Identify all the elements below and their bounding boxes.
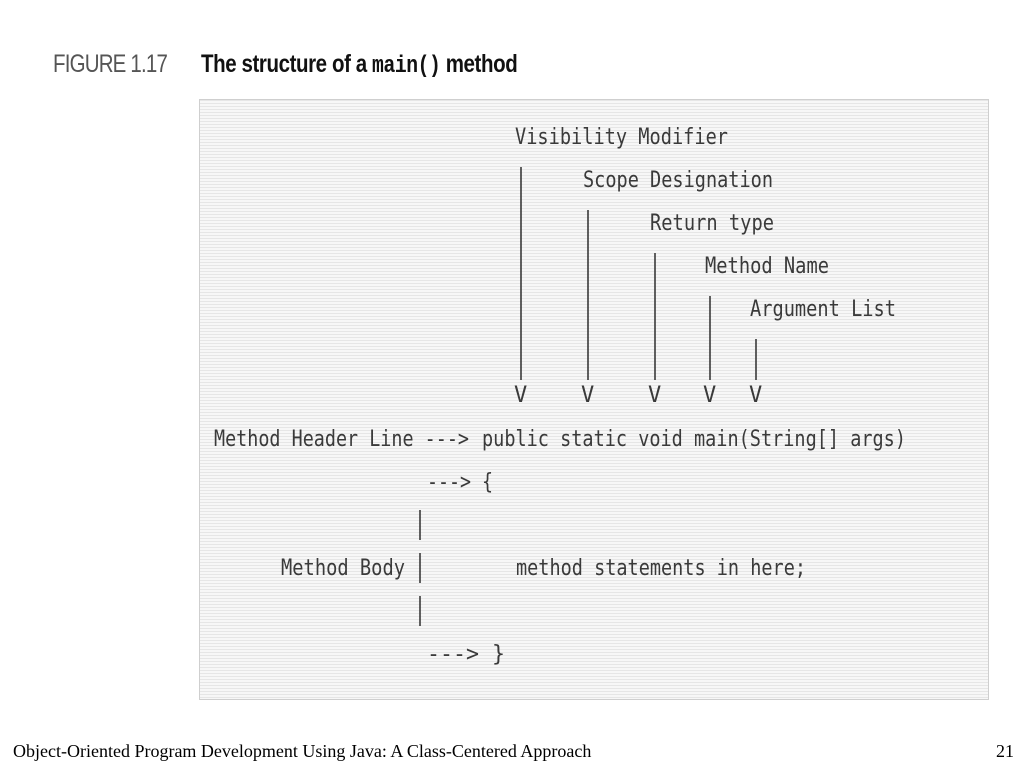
arrow-head-method-name: V bbox=[703, 383, 716, 408]
method-header-label: Method Header Line ---> bbox=[214, 427, 469, 452]
figure-title-suffix: method bbox=[440, 50, 518, 78]
figure-label: FIGURE 1.17 bbox=[53, 50, 168, 78]
annotation-argument-list: Argument List bbox=[750, 297, 896, 322]
close-brace-line: ---> } bbox=[427, 642, 505, 667]
arrow-head-argument-list: V bbox=[749, 383, 762, 408]
diagram-panel: Visibility Modifier Scope Designation Re… bbox=[199, 99, 989, 700]
annotation-method-name: Method Name bbox=[705, 254, 829, 279]
figure-title-prefix: The structure of a bbox=[201, 50, 373, 78]
method-statements: method statements in here; bbox=[516, 556, 806, 581]
annotation-return-type: Return type bbox=[650, 211, 774, 236]
method-structure-diagram: Visibility Modifier Scope Designation Re… bbox=[214, 125, 906, 667]
figure-title: The structure of a main() method bbox=[201, 50, 518, 80]
method-body-label: Method Body bbox=[281, 556, 405, 581]
open-brace-line: ---> { bbox=[427, 470, 493, 495]
arrow-head-scope: V bbox=[581, 383, 594, 408]
arrow-head-return-type: V bbox=[648, 383, 661, 408]
arrow-head-visibility: V bbox=[514, 383, 527, 408]
method-header-code: public static void main(String[] args) bbox=[482, 427, 906, 452]
footer-book-title: Object-Oriented Program Development Usin… bbox=[13, 741, 592, 761]
annotation-visibility-modifier: Visibility Modifier bbox=[515, 125, 728, 150]
annotation-scope-designation: Scope Designation bbox=[583, 168, 773, 193]
figure-title-code: main() bbox=[372, 53, 441, 80]
footer-page-number: 21 bbox=[996, 741, 1014, 761]
